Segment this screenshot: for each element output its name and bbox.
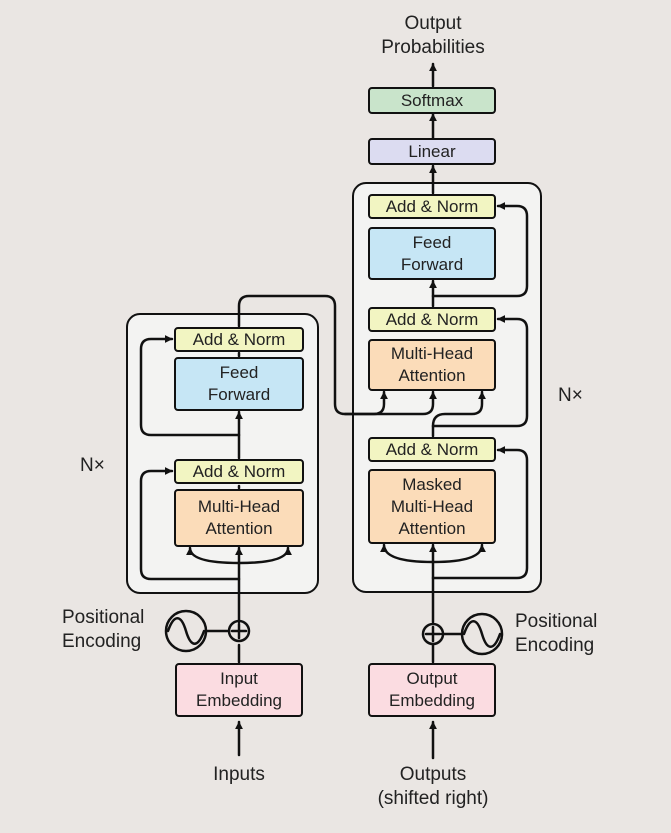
inputs-label: Inputs [213,764,265,785]
arrow-dec-residual-3 [431,202,529,298]
decoder-cross-attention-block: Multi-Head Attention [368,339,496,391]
arrow-dec-residual-2 [431,315,529,428]
decoder-feed-forward-block: Feed Forward [368,227,496,280]
output-embedding-block: Output Embedding [368,663,496,717]
decoder-repeat-label: N× [558,385,583,406]
softmax-block: Softmax [368,87,496,114]
arrow-enc-residual-1 [139,467,241,581]
encoder-add-norm-bottom: Add & Norm [174,459,304,484]
arrow-enc-attn-k [186,546,241,565]
encoder-feed-forward-block: Feed Forward [174,357,304,411]
sine-wave-right-path [462,620,502,648]
decoder-add-norm-top: Add & Norm [368,194,496,219]
add-icon-right [421,622,445,646]
decoder-masked-attention-block: Masked Multi-Head Attention [368,469,496,544]
positional-encoding-right-label: Positional Encoding [515,611,598,656]
sine-wave-icon-left [164,609,208,653]
encoder-add-norm-top: Add & Norm [174,327,304,352]
output-probabilities-label: Output Probabilities [381,13,485,58]
decoder-add-norm-bottom: Add & Norm [368,437,496,462]
arrow-enc-residual-2 [139,335,241,437]
positional-encoding-left-label: Positional Encoding [62,607,145,652]
linear-block: Linear [368,138,496,165]
arrow-enc-attn-q [237,546,292,565]
sine-wave-icon-right [460,612,504,656]
encoder-repeat-label: N× [80,455,105,476]
arrow-masked-q [431,543,486,564]
sine-wave-left-path [166,617,206,645]
decoder-add-norm-mid: Add & Norm [368,307,496,332]
encoder-attention-block: Multi-Head Attention [174,489,304,547]
add-icon-left [227,619,251,643]
arrow-encoder-to-decoder-v [343,390,437,416]
input-embedding-block: Input Embedding [175,663,303,717]
arrow-dec-residual-1 [431,446,529,580]
outputs-label: Outputs (shifted right) [377,764,489,809]
arrow-masked-k [380,543,435,564]
arrow-dec-norm-to-cross [431,390,486,438]
